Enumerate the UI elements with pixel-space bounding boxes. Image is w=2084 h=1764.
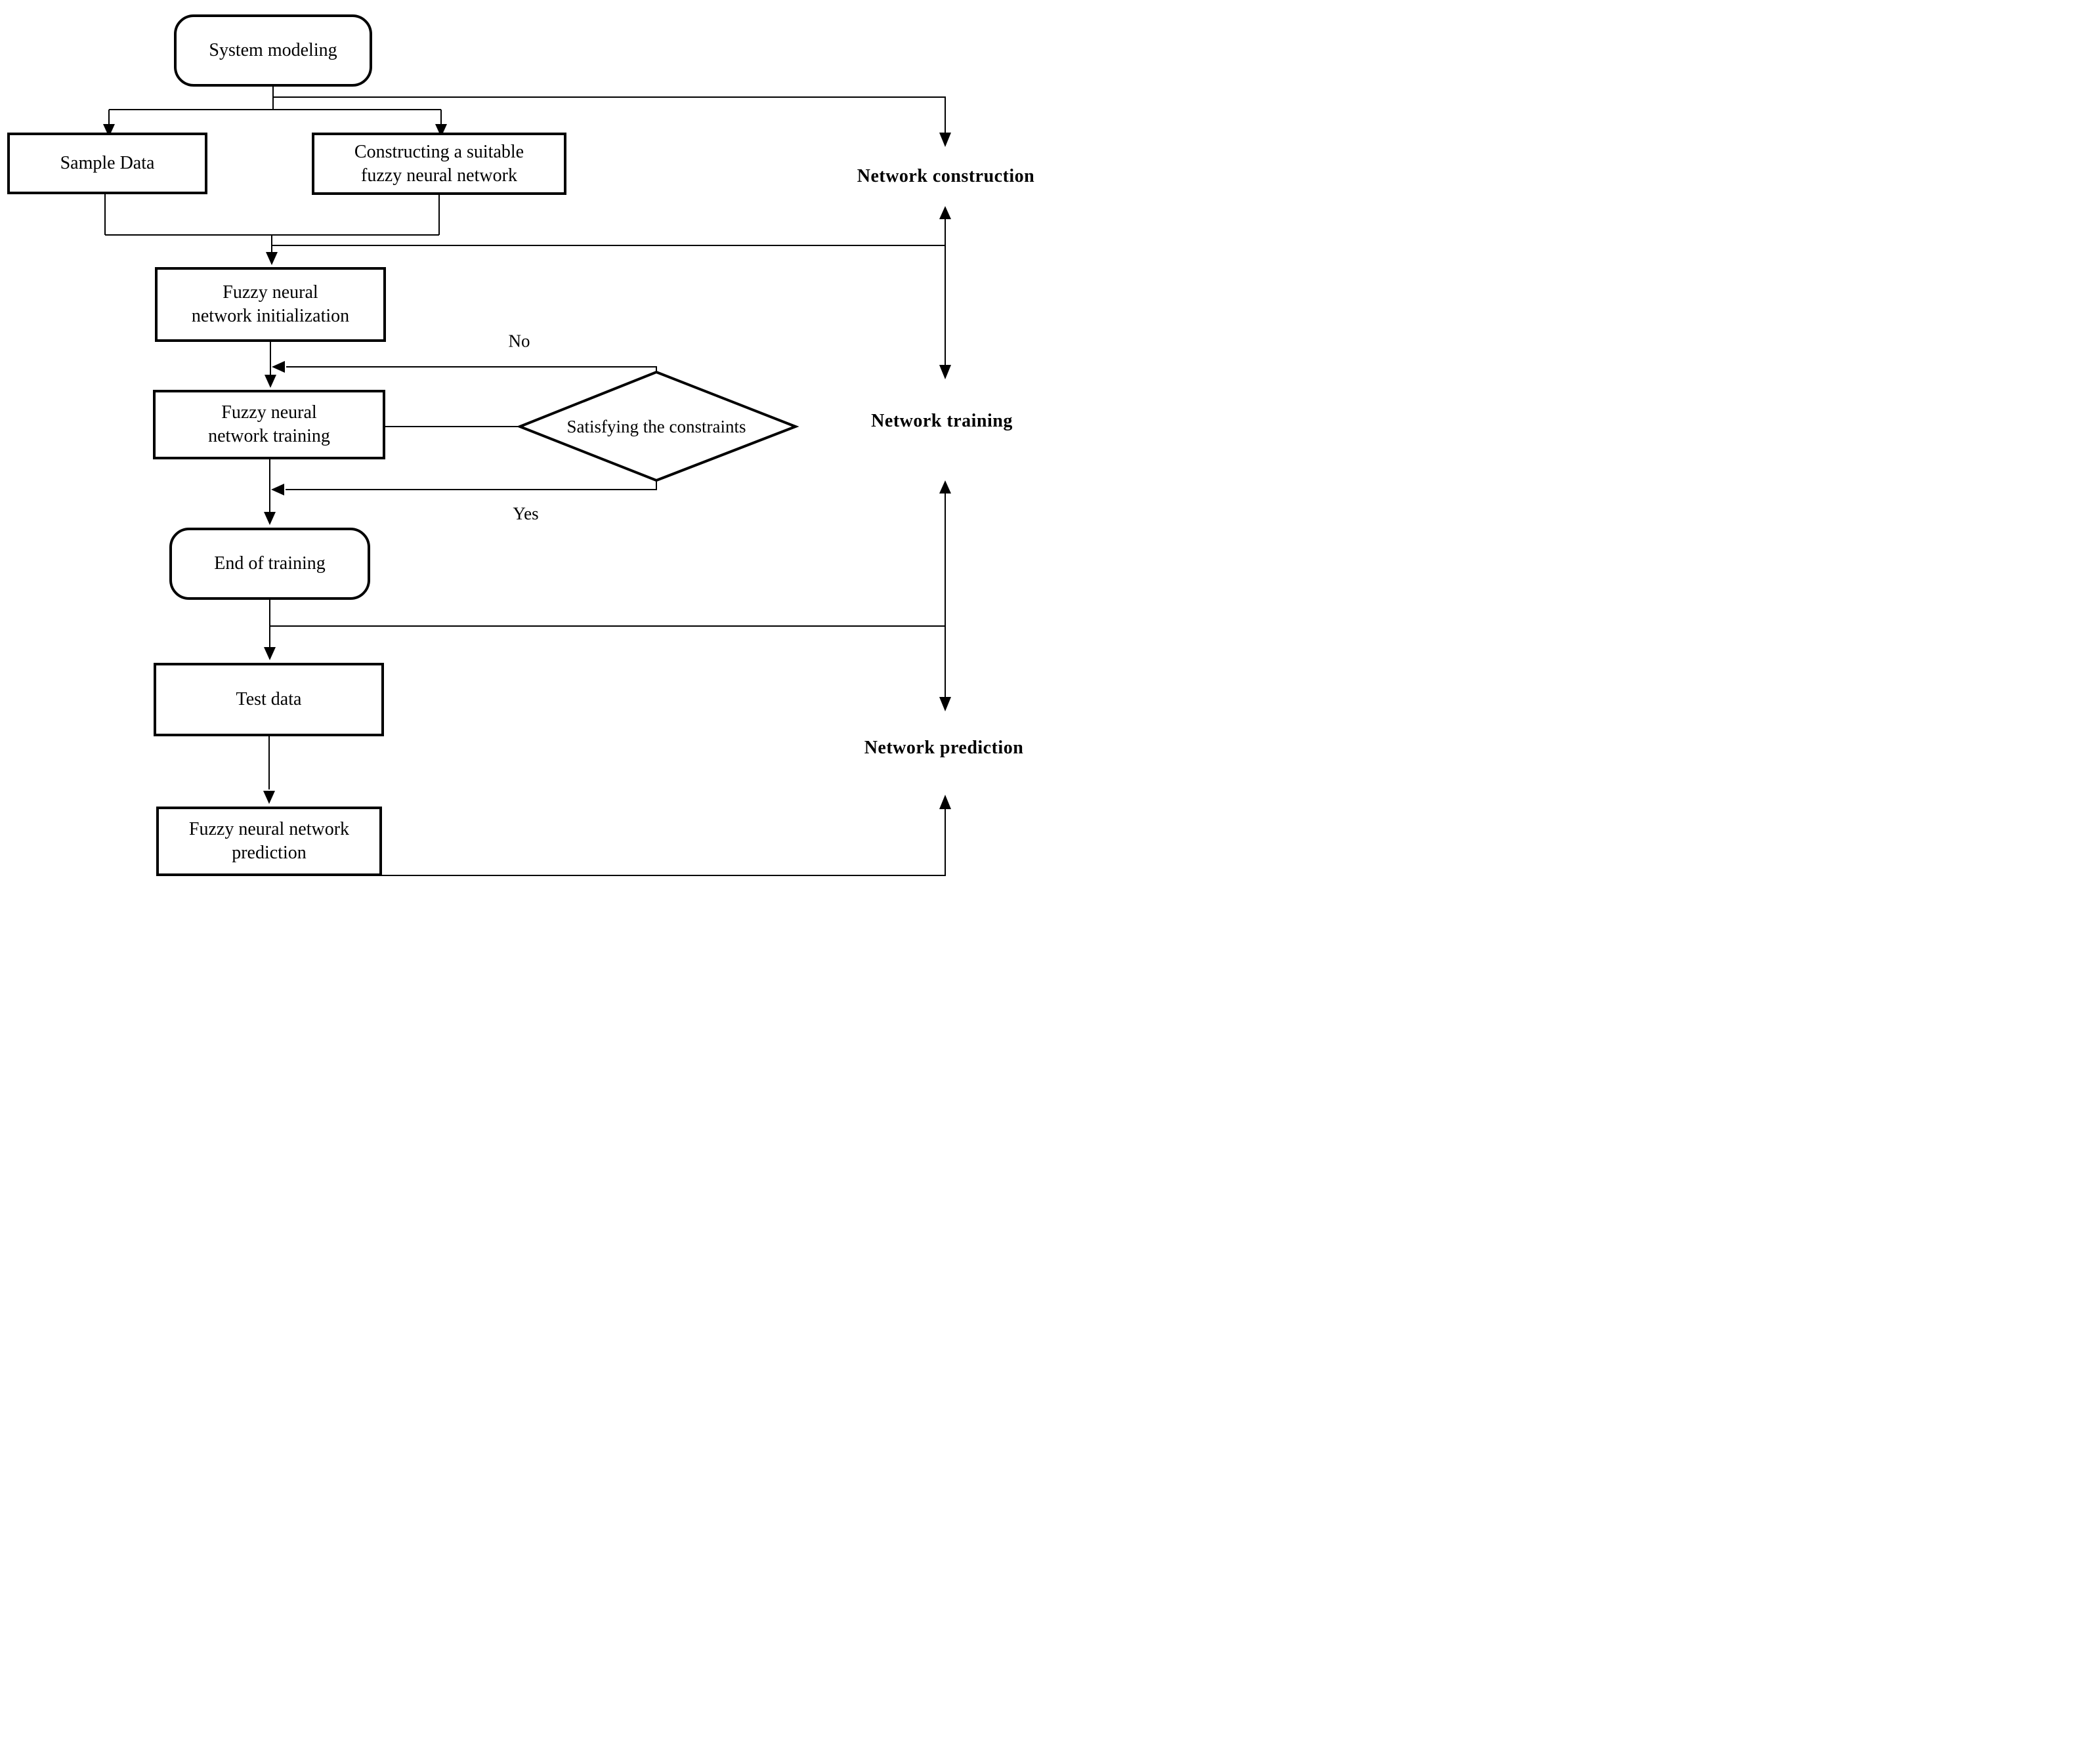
edge-to-network-training-rail xyxy=(272,206,951,379)
node-fnn-initialization: Fuzzy neural network initialization xyxy=(155,267,386,342)
node-fnn-training: Fuzzy neural network training xyxy=(153,390,385,459)
section-label-network-construction: Network construction xyxy=(857,166,1035,186)
edge-training-to-end xyxy=(264,459,276,525)
edge-test-to-prediction xyxy=(263,736,275,804)
connector-layer xyxy=(103,87,951,876)
node-sample-data: Sample Data xyxy=(7,133,207,194)
edge-bottom-return xyxy=(382,795,951,876)
edge-label-yes: Yes xyxy=(513,503,539,524)
edge-yes-path xyxy=(271,480,657,495)
edge-init-to-training xyxy=(265,342,276,388)
flowchart-canvas: System modeling Sample Data Constructing… xyxy=(0,0,1042,882)
edge-no-loop xyxy=(272,361,657,373)
node-system-modeling: System modeling xyxy=(174,14,372,87)
decision-diamond-shape xyxy=(516,370,799,482)
node-constraints-decision-label: Satisfying the constraints xyxy=(566,416,746,436)
node-test-data: Test data xyxy=(154,663,384,736)
node-end-of-training: End of training xyxy=(169,528,370,600)
node-constructing-fnn: Constructing a suitable fuzzy neural net… xyxy=(312,133,566,195)
edge-to-network-prediction-rail xyxy=(270,480,951,711)
section-label-network-training: Network training xyxy=(871,411,1013,431)
section-label-network-prediction: Network prediction xyxy=(864,738,1024,758)
edge-to-network-construction-rail xyxy=(273,96,951,147)
edge-merge-bar xyxy=(104,194,440,265)
edge-end-to-test xyxy=(264,600,276,660)
node-fnn-prediction: Fuzzy neural network prediction xyxy=(156,807,382,876)
edge-label-no: No xyxy=(508,331,530,351)
edge-branch-bar xyxy=(103,109,447,137)
